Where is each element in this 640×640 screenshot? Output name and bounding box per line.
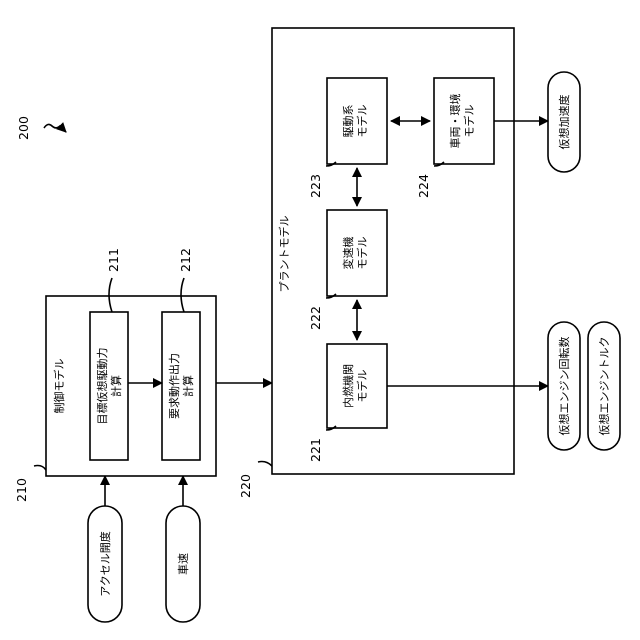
plant-model-ref: 220 <box>238 474 253 498</box>
block-vehicle-env-line1: 車両・環境 <box>448 94 462 149</box>
plant-model-title: プラントモデル <box>277 216 291 293</box>
block-vehicle-env-line2: モデル <box>462 105 476 138</box>
block-drivetrain: 駆動系 モデル <box>327 78 387 164</box>
figure-number-squiggle <box>44 124 66 132</box>
output-virtual-engine-speed: 仮想エンジン回転数 <box>548 322 580 450</box>
plant-model-ref-leader <box>258 462 272 467</box>
output-virtual-accel-label: 仮想加速度 <box>557 95 571 150</box>
block-target-drive-line1: 目標仮想駆動力 <box>95 348 109 425</box>
block-engine-ref: 221 <box>308 438 323 462</box>
control-model-title: 制御モデル <box>52 359 66 414</box>
output-virtual-engine-torque-label: 仮想エンジントルク <box>597 337 611 436</box>
block-demand-output-ref: 212 <box>178 248 193 272</box>
input-accelerator: アクセル開度 <box>88 506 122 622</box>
block-drivetrain-ref: 223 <box>308 174 323 198</box>
block-vehicle-env: 車両・環境 モデル <box>434 78 494 164</box>
block-engine: 内燃機関 モデル <box>327 344 387 428</box>
block-demand-output: 要求動作出力 計算 <box>162 312 200 460</box>
block-drivetrain-line2: モデル <box>355 105 369 138</box>
input-accelerator-label: アクセル開度 <box>98 531 112 596</box>
block-demand-output-line2: 計算 <box>181 375 195 397</box>
block-transmission: 変速機 モデル <box>327 210 387 296</box>
output-virtual-engine-speed-label: 仮想エンジン回転数 <box>557 337 571 436</box>
block-engine-line2: モデル <box>355 370 369 403</box>
block-vehicle-env-ref: 224 <box>416 174 431 198</box>
control-model-ref: 210 <box>14 478 29 502</box>
block-target-drive: 目標仮想駆動力 計算 <box>90 312 128 460</box>
output-virtual-accel: 仮想加速度 <box>548 72 580 172</box>
control-model-ref-leader <box>34 466 46 471</box>
block-transmission-line1: 変速機 <box>341 237 355 270</box>
input-vehicle-speed-label: 車速 <box>176 553 190 575</box>
block-transmission-line2: モデル <box>355 237 369 270</box>
figure-number: 200 <box>16 116 31 140</box>
output-virtual-engine-torque: 仮想エンジントルク <box>588 322 620 450</box>
block-drivetrain-line1: 駆動系 <box>341 105 355 138</box>
block-demand-output-line1: 要求動作出力 <box>167 353 181 419</box>
block-target-drive-ref: 211 <box>106 248 121 272</box>
block-engine-line1: 内燃機関 <box>341 364 355 408</box>
input-vehicle-speed: 車速 <box>166 506 200 622</box>
block-target-drive-line2: 計算 <box>109 375 123 397</box>
block-transmission-ref: 222 <box>308 306 323 330</box>
